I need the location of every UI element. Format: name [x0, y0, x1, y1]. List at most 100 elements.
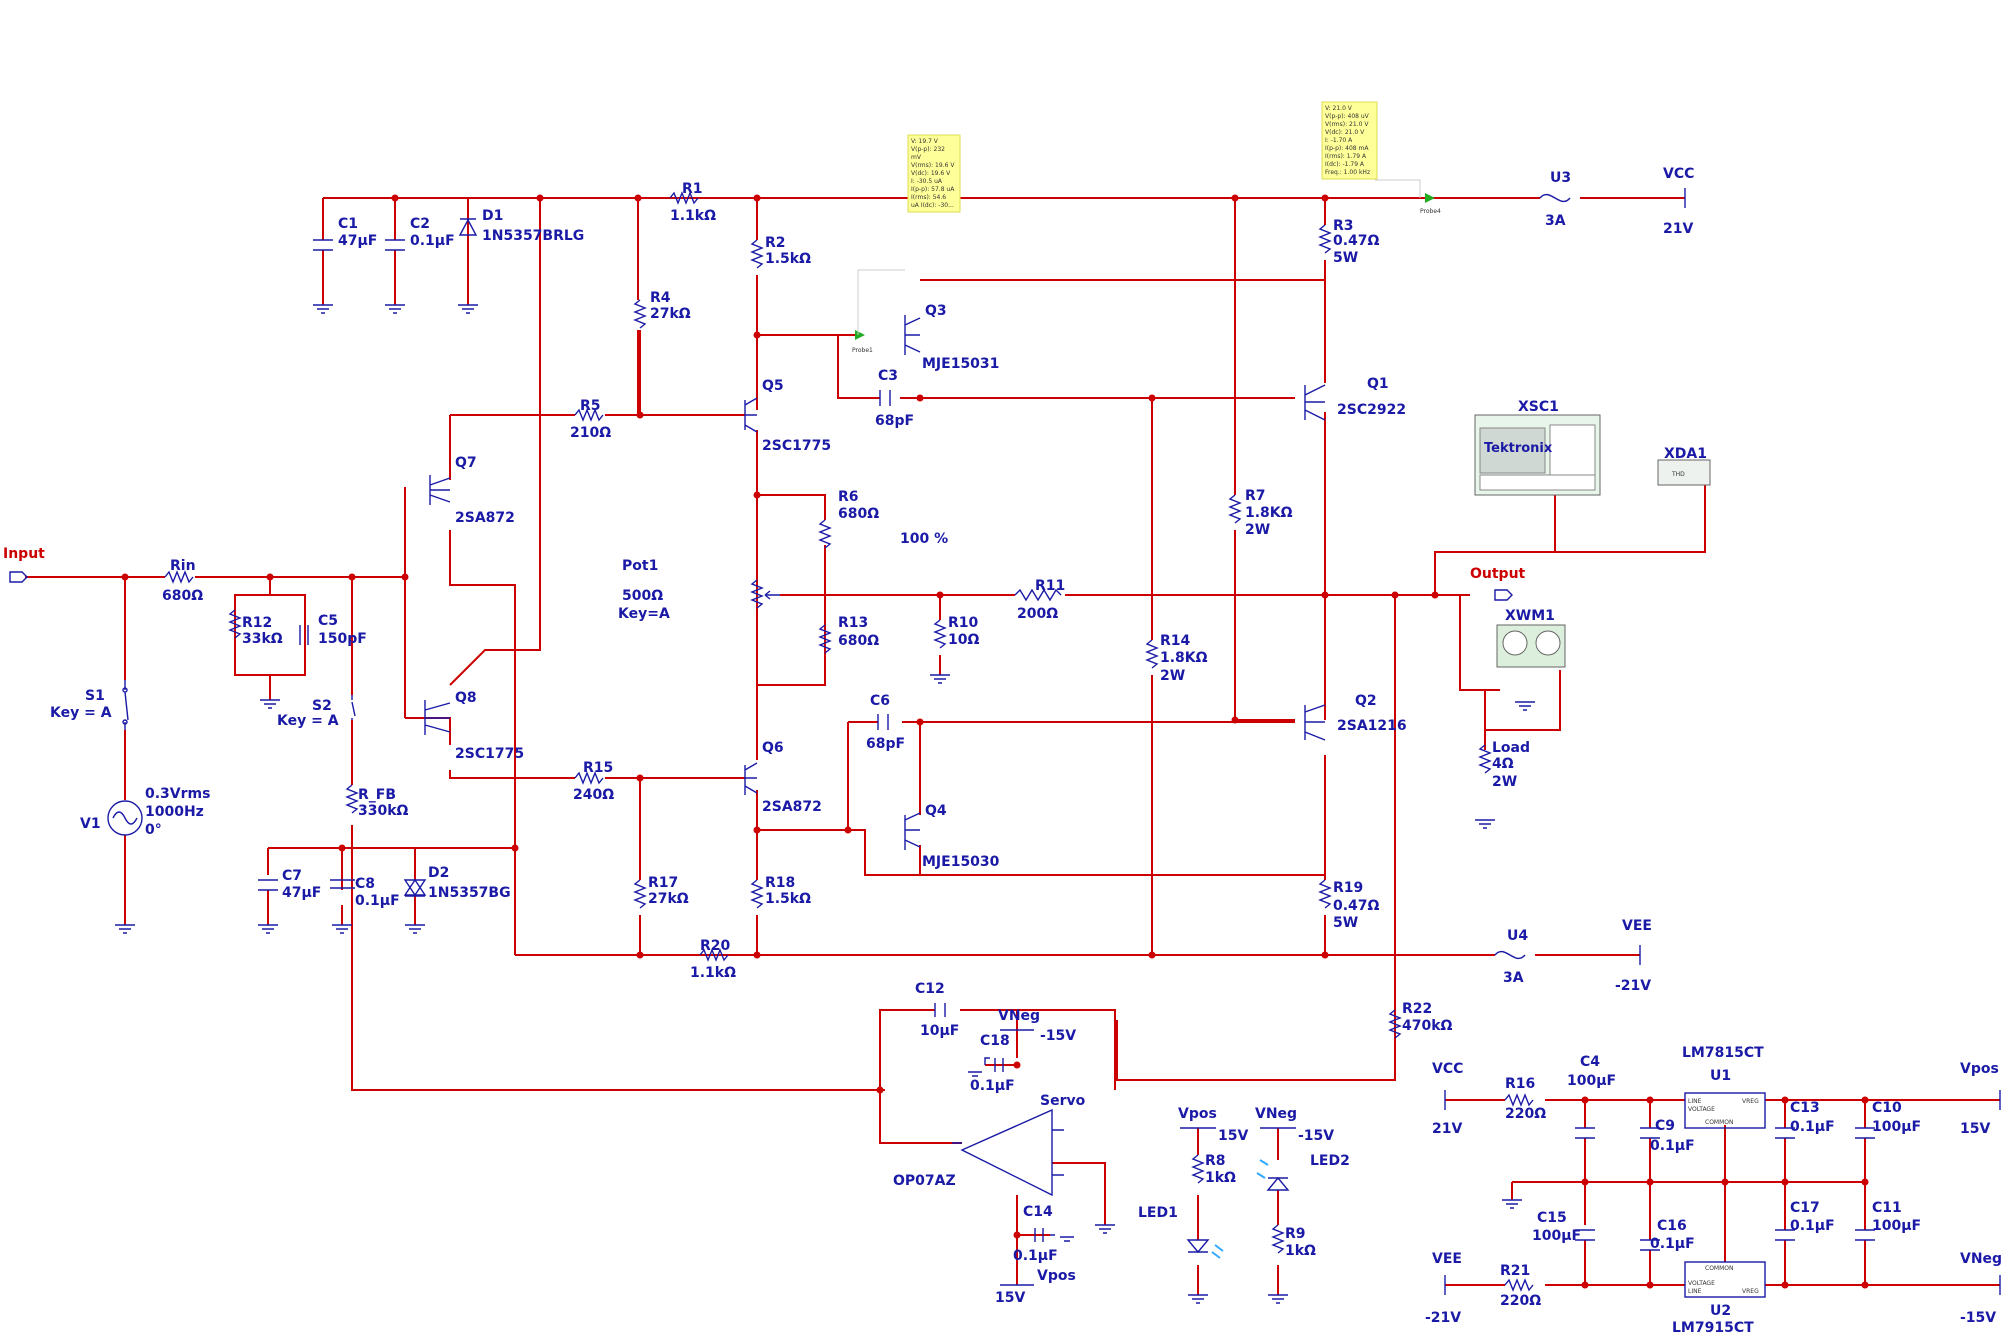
component-label: Vpos [1960, 1061, 1999, 1077]
oscilloscope-xsc1[interactable] [1474, 414, 1601, 496]
component-label: R10 [948, 615, 979, 631]
component-label: XSC1 [1518, 399, 1559, 415]
component-label: Servo [1040, 1093, 1086, 1109]
probe1-readout-line: V(rms): 19.6 V [911, 162, 955, 169]
component-label: 33kΩ [242, 631, 283, 647]
component-label: Q2 [1355, 693, 1377, 709]
component-label: 2SC2922 [1337, 402, 1406, 418]
component-label: Pot1 [622, 558, 658, 574]
component-label: LED1 [1138, 1205, 1178, 1221]
component-label: R2 [765, 235, 786, 251]
component-label: 1.8KΩ [1160, 650, 1208, 666]
component-label: 150pF [318, 631, 367, 647]
component-label: 21V [1432, 1121, 1462, 1137]
component-label: 0.1µF [1013, 1248, 1058, 1264]
component-label: 0.1µF [1650, 1138, 1695, 1154]
component-label: 27kΩ [650, 306, 691, 322]
probe1-readout-line: uA I(dc): -30... [911, 202, 954, 209]
component-label: C10 [1872, 1100, 1902, 1116]
component-label: 0.47Ω [1333, 233, 1380, 249]
component-label: VEE [1432, 1251, 1462, 1267]
component-label: MJE15030 [922, 854, 1000, 870]
component-label: C12 [915, 981, 945, 997]
component-label: 1N5357BG [428, 885, 511, 901]
probe4-readout-line: Freq.: 1.00 kHz [1325, 169, 1370, 176]
component-label: 1.5kΩ [765, 891, 811, 907]
regulator-pin-voltage: VOLTAGE [1688, 1106, 1715, 1113]
component-label: D1 [482, 208, 503, 224]
component-label: 2W [1492, 774, 1517, 790]
component-label: Q8 [455, 690, 477, 706]
probe4-readout-line: V(p-p): 408 uV [1325, 113, 1370, 120]
component-label: MJE15031 [922, 356, 999, 372]
probe4-readout-line: I(rms): 1.79 A [1325, 153, 1367, 160]
component-label: 210Ω [570, 425, 611, 441]
component-label: U2 [1710, 1303, 1731, 1319]
component-label: 47µF [282, 885, 321, 901]
regulator-pin-common: COMMON [1705, 1265, 1733, 1272]
oscilloscope-brand: Tektronix [1484, 441, 1553, 456]
probe4-readout [1321, 101, 1378, 180]
regulator-pin-vreg: VREG [1742, 1288, 1759, 1295]
probe1-readout [907, 134, 961, 213]
component-label: VNeg [998, 1008, 1040, 1024]
component-label: 0.1µF [1790, 1218, 1835, 1234]
component-label: 2W [1160, 668, 1185, 684]
component-label: 680Ω [838, 506, 879, 522]
regulator-pin-line: LINE [1688, 1288, 1702, 1295]
component-label: 0.3Vrms [145, 786, 210, 802]
component-label: 1.1kΩ [690, 965, 736, 981]
component-label: U3 [1550, 170, 1571, 186]
component-label: XDA1 [1664, 446, 1707, 462]
component-label: R11 [1035, 578, 1065, 594]
component-label: R22 [1402, 1001, 1432, 1017]
component-label: S1 [85, 688, 105, 704]
component-label: 1.1kΩ [670, 208, 716, 224]
component-label: C5 [318, 613, 338, 629]
wattmeter-xwm1[interactable] [1496, 624, 1566, 668]
regulator-pin-voltage: VOLTAGE [1688, 1280, 1715, 1287]
regulator-pin-vreg: VREG [1742, 1098, 1759, 1105]
component-label: C15 [1537, 1210, 1567, 1226]
component-label: U1 [1710, 1068, 1731, 1084]
component-label: 2SA872 [455, 510, 515, 526]
component-label: Q1 [1367, 376, 1389, 392]
component-label: R7 [1245, 488, 1266, 504]
component-label: 1.5kΩ [765, 251, 811, 267]
component-label: R_FB [358, 787, 396, 803]
probe1-readout-line: V: 19.7 V [911, 138, 939, 145]
component-label: 680Ω [162, 588, 203, 604]
component-label: C9 [1655, 1118, 1675, 1134]
component-label: Q5 [762, 378, 784, 394]
probe1-readout-line: V(dc): 19.6 V [911, 170, 951, 177]
component-label: C3 [878, 368, 898, 384]
component-label: Load [1492, 740, 1530, 756]
component-label: 0.1µF [1650, 1236, 1695, 1252]
component-label: LM7815CT [1682, 1045, 1764, 1061]
component-label: -15V [1040, 1028, 1076, 1044]
component-label: LED2 [1310, 1153, 1350, 1169]
component-label: C8 [355, 876, 375, 892]
component-label: 15V [1960, 1121, 1990, 1137]
component-symbols [9, 179, 2001, 1304]
probe1-readout-line: V(p-p): 232 [911, 146, 945, 153]
component-label: 240Ω [573, 787, 614, 803]
component-label: C18 [980, 1033, 1010, 1049]
component-label: R14 [1160, 633, 1191, 649]
component-label: 1.8KΩ [1245, 505, 1293, 521]
component-label: 100µF [1567, 1073, 1616, 1089]
component-label: R21 [1500, 1263, 1530, 1279]
distortion-analyzer-xda1[interactable] [1657, 459, 1711, 486]
component-label: C17 [1790, 1200, 1820, 1216]
component-label: R12 [242, 615, 272, 631]
probe4-readout-line: I(p-p): 408 mA [1325, 145, 1369, 152]
component-label: 2SC1775 [455, 746, 524, 762]
component-label: -15V [1298, 1128, 1334, 1144]
component-label: C1 [338, 216, 358, 232]
component-label: 100µF [1872, 1119, 1921, 1135]
component-label: R17 [648, 875, 678, 891]
component-label: 100 % [900, 531, 948, 547]
component-label: C16 [1657, 1218, 1687, 1234]
probe4-readout-line: I(dc): -1.79 A [1325, 161, 1365, 168]
